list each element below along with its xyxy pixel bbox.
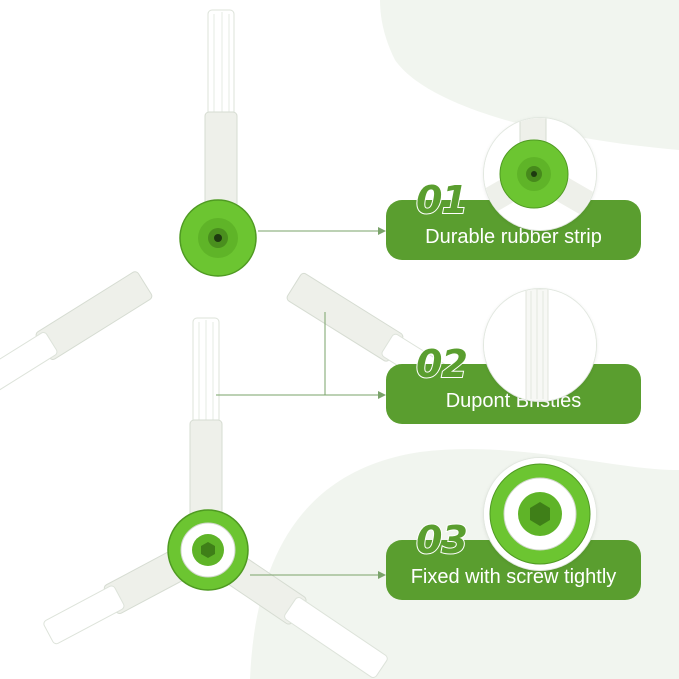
brush-top-arm-left — [0, 271, 153, 400]
brush-bottom-hub-screw — [201, 542, 215, 558]
leader-arrows — [378, 227, 386, 579]
rubber-hub-closeup-icon — [484, 118, 596, 230]
feature-label-3: Fixed with screw tightly — [410, 566, 617, 588]
feature-label-1: Durable rubber strip — [425, 226, 602, 248]
brush-bottom-arm-up — [189, 317, 223, 521]
background-blob-top — [380, 0, 679, 150]
feature-number-3: 03 — [415, 518, 469, 562]
side-brush-top — [0, 9, 470, 402]
feature-number-1: 01 — [415, 178, 469, 222]
bristle-tip-closeup-icon — [484, 289, 596, 401]
feature-number-2: 02 — [415, 342, 469, 386]
brush-top-arm-up — [204, 9, 238, 221]
side-brush-bottom — [43, 317, 388, 678]
screw-hub-closeup-icon — [484, 458, 596, 570]
leader-lines — [216, 230, 380, 576]
brush-top-hub-hole — [214, 234, 222, 242]
leader-line-2 — [216, 312, 380, 396]
